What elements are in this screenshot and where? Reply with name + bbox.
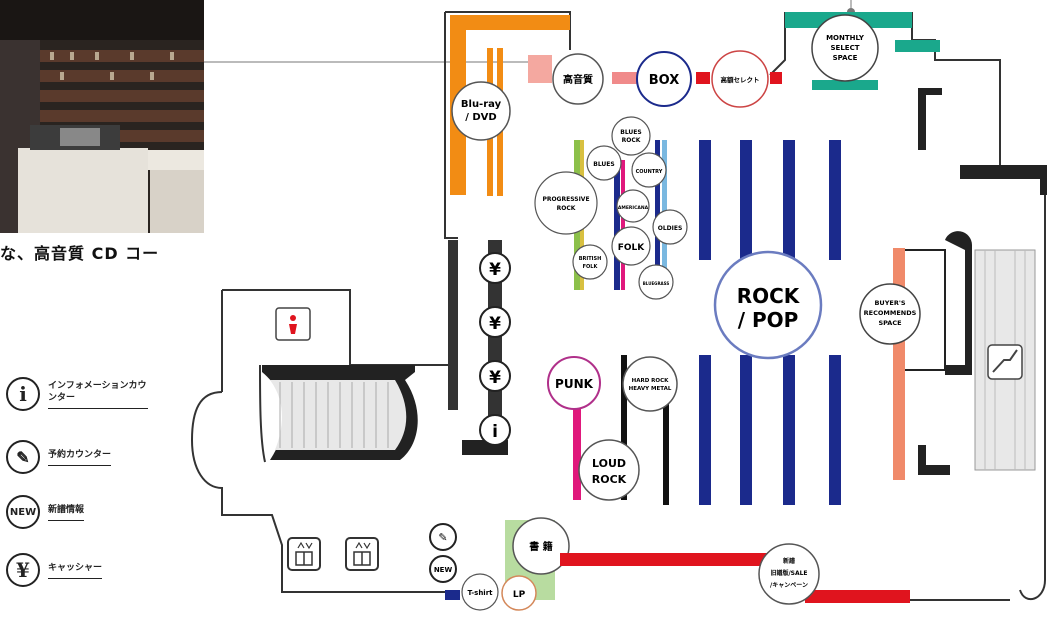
bluray-label-2: / DVD [465, 112, 496, 123]
svg-text:高額セレクト: 高額セレクト [721, 75, 760, 84]
svg-text:BOX: BOX [649, 73, 680, 88]
reservation-icon: ✎ [6, 440, 40, 474]
svg-text:/キャンペーン: /キャンペーン [770, 582, 808, 589]
svg-text:BRITISH: BRITISH [579, 256, 602, 262]
elevator-icon-1 [287, 537, 321, 571]
svg-text:PUNK: PUNK [555, 377, 594, 391]
sale-zone: 新譜 旧譜版/SALE /キャンペーン [560, 543, 1010, 605]
tshirt-zone: T-shirt [461, 573, 499, 611]
legend-info-label: インフォメーションカウンター [48, 380, 148, 409]
info-icon: i [6, 377, 40, 411]
store-photo [0, 0, 204, 233]
legend-cashier: ¥ キャッシャー [6, 553, 103, 587]
escalator [974, 249, 1036, 471]
hard-rock-zone: HARD ROCK HEAVY METAL [621, 355, 678, 505]
legend-info: i インフォメーションカウンター [6, 377, 148, 411]
reservation-counter-column: ✎ NEW [429, 520, 460, 590]
lp-zone: LP [501, 575, 537, 611]
new-icon: NEW [6, 495, 40, 529]
cashier-yen-icon-3: ¥ [489, 368, 501, 388]
svg-text:ROCK: ROCK [557, 205, 576, 212]
svg-text:MONTHLY: MONTHLY [826, 34, 865, 42]
svg-text:ROCK: ROCK [737, 284, 801, 308]
svg-text:T-shirt: T-shirt [468, 589, 494, 597]
svg-text:SPACE: SPACE [878, 319, 901, 327]
svg-text:LOUD: LOUD [592, 457, 626, 470]
svg-text:AMERICANA: AMERICANA [618, 205, 649, 211]
svg-text:BUYER'S: BUYER'S [874, 299, 905, 307]
cashier-yen-icon-1: ¥ [489, 260, 501, 280]
svg-text:ROCK: ROCK [622, 137, 641, 144]
photo-caption: な、高音質 CD コー [0, 244, 160, 263]
koonshitsu-zone: 高音質 [552, 53, 604, 105]
stairs-left [262, 365, 418, 460]
box-zone: BOX [636, 51, 692, 107]
rock-pop-zone: ROCK / POP [713, 250, 823, 360]
svg-text:OLDIES: OLDIES [658, 225, 683, 232]
buyers-recommends-zone: BUYER'S RECOMMENDS SPACE [859, 248, 946, 480]
reservation-counter-icon: ✎ [438, 531, 447, 544]
legend-reservation: ✎ 予約カウンター [6, 440, 112, 474]
legend-new: NEW 新譜情報 [6, 495, 85, 529]
svg-text:SPACE: SPACE [833, 54, 858, 62]
svg-text:HEAVY METAL: HEAVY METAL [629, 386, 672, 392]
rock-pop-shelves [699, 140, 841, 505]
svg-text:ROCK: ROCK [592, 473, 627, 486]
legend-new-label: 新譜情報 [48, 504, 85, 521]
bluray-label: Blu-ray [461, 99, 502, 110]
cashier-yen-icon-2: ¥ [489, 314, 501, 334]
elevator-icon-2 [345, 537, 379, 571]
high-select-zone: 高額セレクト [711, 50, 769, 108]
restroom-icon [275, 307, 311, 341]
info-counter-icon: i [492, 422, 498, 442]
svg-text:COUNTRY: COUNTRY [636, 169, 663, 175]
svg-text:高音質: 高音質 [563, 73, 593, 86]
legend-cashier-label: キャッシャー [48, 562, 103, 579]
svg-text:旧譜版/SALE: 旧譜版/SALE [770, 569, 807, 577]
svg-text:BLUES: BLUES [620, 129, 641, 136]
svg-text:新譜: 新譜 [783, 557, 795, 565]
punk-zone: PUNK [547, 356, 601, 500]
svg-text:FOLK: FOLK [583, 264, 599, 270]
svg-text:HARD ROCK: HARD ROCK [632, 378, 670, 384]
monthly-select-zone: MONTHLY SELECT SPACE [785, 12, 940, 90]
svg-text:PROGRESSIVE: PROGRESSIVE [542, 196, 589, 203]
new-info-icon: NEW [434, 566, 453, 574]
svg-text:RECOMMENDS: RECOMMENDS [864, 309, 917, 317]
bluray-zone: Blu-ray / DVD [450, 15, 570, 196]
svg-text:SELECT: SELECT [831, 44, 860, 52]
genre-circles: BLUES ROCK BLUES COUNTRY PROGRESSIVE ROC… [534, 116, 688, 300]
cashier-column: ¥ ¥ ¥ i [448, 240, 511, 455]
walls [190, 11, 1046, 601]
legend-reservation-label: 予約カウンター [48, 449, 112, 466]
yen-icon: ¥ [6, 553, 40, 587]
svg-text:LP: LP [513, 590, 526, 600]
svg-text:BLUEGRASS: BLUEGRASS [643, 281, 670, 286]
loud-rock-zone: LOUD ROCK [578, 439, 640, 501]
svg-text:書 籍: 書 籍 [529, 540, 552, 553]
svg-text:BLUES: BLUES [593, 161, 614, 168]
books-zone: 書 籍 [512, 517, 570, 575]
svg-text:FOLK: FOLK [618, 243, 646, 253]
svg-text:/ POP: / POP [738, 308, 799, 332]
